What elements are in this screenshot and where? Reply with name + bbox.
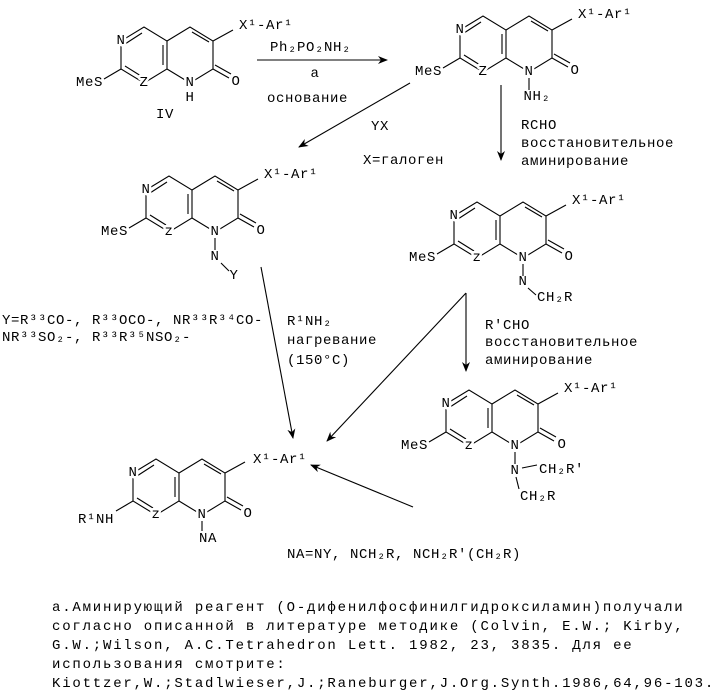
reductive-2-reagent: R'CHO [485,318,530,334]
footnote-line: использования смотрите: [52,657,287,673]
compound-n-acyl: N z N N Y O X¹-Ar¹ MeS [101,167,318,284]
footnote-line: а.Аминирующий реагент (О-дифенилфосфинил… [52,599,684,616]
acylation-reagent: YX [371,119,389,135]
atom-na: NA [199,531,217,547]
substituent: X¹-Ar¹ [578,7,632,23]
atom-o: O [231,74,240,90]
left-group: MeS [101,224,128,240]
displacement-reagent: R¹NH₂ [287,314,332,330]
compound-n-dialkyl: N z N N CH₂R' CH₂R O X¹-Ar¹ MeS [401,381,618,505]
substituent: X¹-Ar¹ [239,18,293,34]
atom-o: O [564,249,573,265]
footnote-line: Kiottzer,W.;Stadlwieser,J.;Raneburger,J.… [52,676,715,692]
compound-product: N z N NA O X¹-Ar¹ R¹NH [78,452,307,547]
atom-n: N [141,182,150,198]
footnote-line: согласно описанной в литературе методике… [52,618,684,635]
atom-ring-n: N [524,64,533,80]
atom-n: N [455,22,464,38]
atom-o: O [557,437,566,453]
compound-label: IV [156,107,174,123]
left-group: R¹NH [78,512,114,528]
reductive-2-line1: восстановительное [485,335,638,351]
left-group: MeS [415,64,442,80]
atom-o: O [256,223,265,239]
substituent: X¹-Ar¹ [572,193,626,209]
atom-z: Z [139,75,148,91]
reductive-1-line1: восстановительное [521,136,674,152]
atom-nh2: NH₂ [523,89,550,105]
atom-ring-n: N [510,438,519,454]
na-definition: NA=NY, NCH₂R, NCH₂R'(CH₂R) [287,547,521,563]
atom-ring-n: N [518,250,527,266]
atom-z: z [472,250,481,266]
group-ch2r: CH₂R [537,290,573,306]
compound-n-alkyl: N z N N CH₂R O X¹-Ar¹ MeS [409,193,626,306]
atom-n: N [441,396,450,412]
reductive-1-line2: аминирование [521,154,629,170]
left-group: MeS [409,250,436,266]
reductive-2-line2: аминирование [485,353,593,369]
group-ch2r: CH₂R [520,489,556,505]
y-definition-line2: NR³³SO₂-, R³³R³⁵NSO₂- [2,330,191,346]
acylation-condition: X=галоген [363,153,444,169]
y-definition-line1: Y=R³³CO-, R³³OCO-, NR³³R³⁴CO- [2,313,263,329]
atom-n: N [128,465,137,481]
compound-n-amino: N Z N NH₂ O X¹-Ar¹ MeS [415,7,632,105]
atom-sub-n: N [510,463,519,479]
displacement-line2: (150°C) [287,353,350,369]
atom-y: Y [229,268,238,284]
compound-iv: N Z N H O X¹-Ar¹ MeS IV [76,18,293,123]
amination-reagent: Ph₂PO₂NH₂ [270,40,351,56]
left-group: MeS [401,438,428,454]
substituent: X¹-Ar¹ [564,381,618,397]
substituent: X¹-Ar¹ [264,167,318,183]
atom-z: Z [478,64,487,80]
footnote-line: G.W.;Wilson, A.C.Tetrahedron Lett. 1982,… [52,638,633,654]
reductive-1-reagent: RCHO [521,118,557,134]
atom-ring-n: N [197,507,206,523]
atom-sub-n: N [518,274,527,290]
atom-h: H [185,90,194,106]
atom-ring-n: N [210,224,219,240]
arrow-from-dialkyl [311,465,413,507]
atom-ring-n: N [185,75,194,91]
atom-sub-n: N [210,249,219,265]
atom-z: z [464,438,473,454]
atom-n: N [449,208,458,224]
group-ch2r-prime: CH₂R' [539,462,584,478]
atom-o: O [243,506,252,522]
atom-z: z [151,507,160,523]
substituent: X¹-Ar¹ [253,452,307,468]
atom-z: z [164,224,173,240]
atom-o: O [570,63,579,79]
displacement-line1: нагревание [287,333,377,349]
amination-note: a [310,66,319,82]
amination-base: основание [267,91,348,107]
left-group: MeS [76,75,103,91]
atom-n: N [116,33,125,49]
